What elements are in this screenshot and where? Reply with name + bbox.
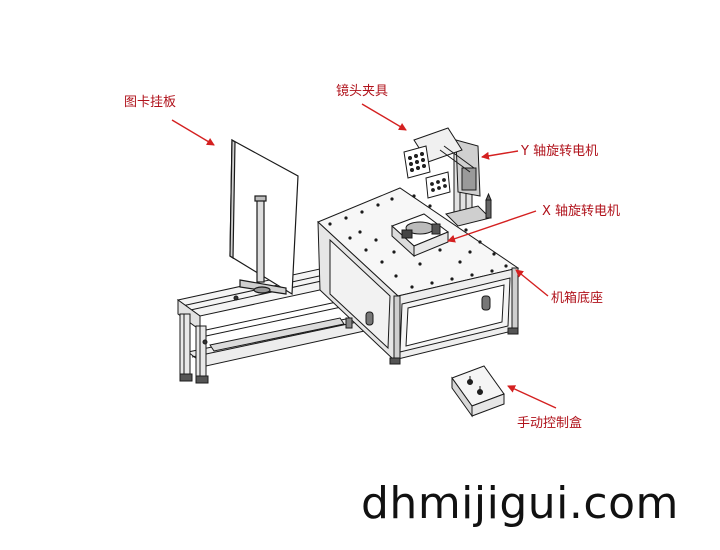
label-lens-fixture: 镜头夹具	[336, 84, 389, 99]
label-base-cabinet: 机箱底座	[551, 291, 604, 306]
x-axis-motor	[391, 213, 450, 258]
arrow-control-box	[507, 385, 557, 409]
callout-arrows	[171, 103, 557, 409]
arrow-base	[515, 269, 549, 297]
arrow-y-motor	[481, 150, 519, 160]
arrow-lens-fixture	[361, 103, 407, 131]
watermark-text: dhmijigui.com	[361, 478, 679, 529]
label-y-axis-motor: Y 轴旋转电机	[521, 144, 599, 159]
label-control-box: 手动控制盒	[517, 416, 583, 431]
arrow-chart-board	[171, 119, 215, 146]
arrow-x-motor	[447, 210, 537, 243]
label-chart-board: 图卡挂板	[124, 95, 177, 110]
top-plate-holes	[328, 194, 508, 289]
label-x-axis-motor: X 轴旋转电机	[542, 204, 621, 219]
control-box	[451, 365, 505, 418]
y-axis-motor-assembly	[403, 127, 492, 227]
chart-board	[229, 138, 299, 296]
